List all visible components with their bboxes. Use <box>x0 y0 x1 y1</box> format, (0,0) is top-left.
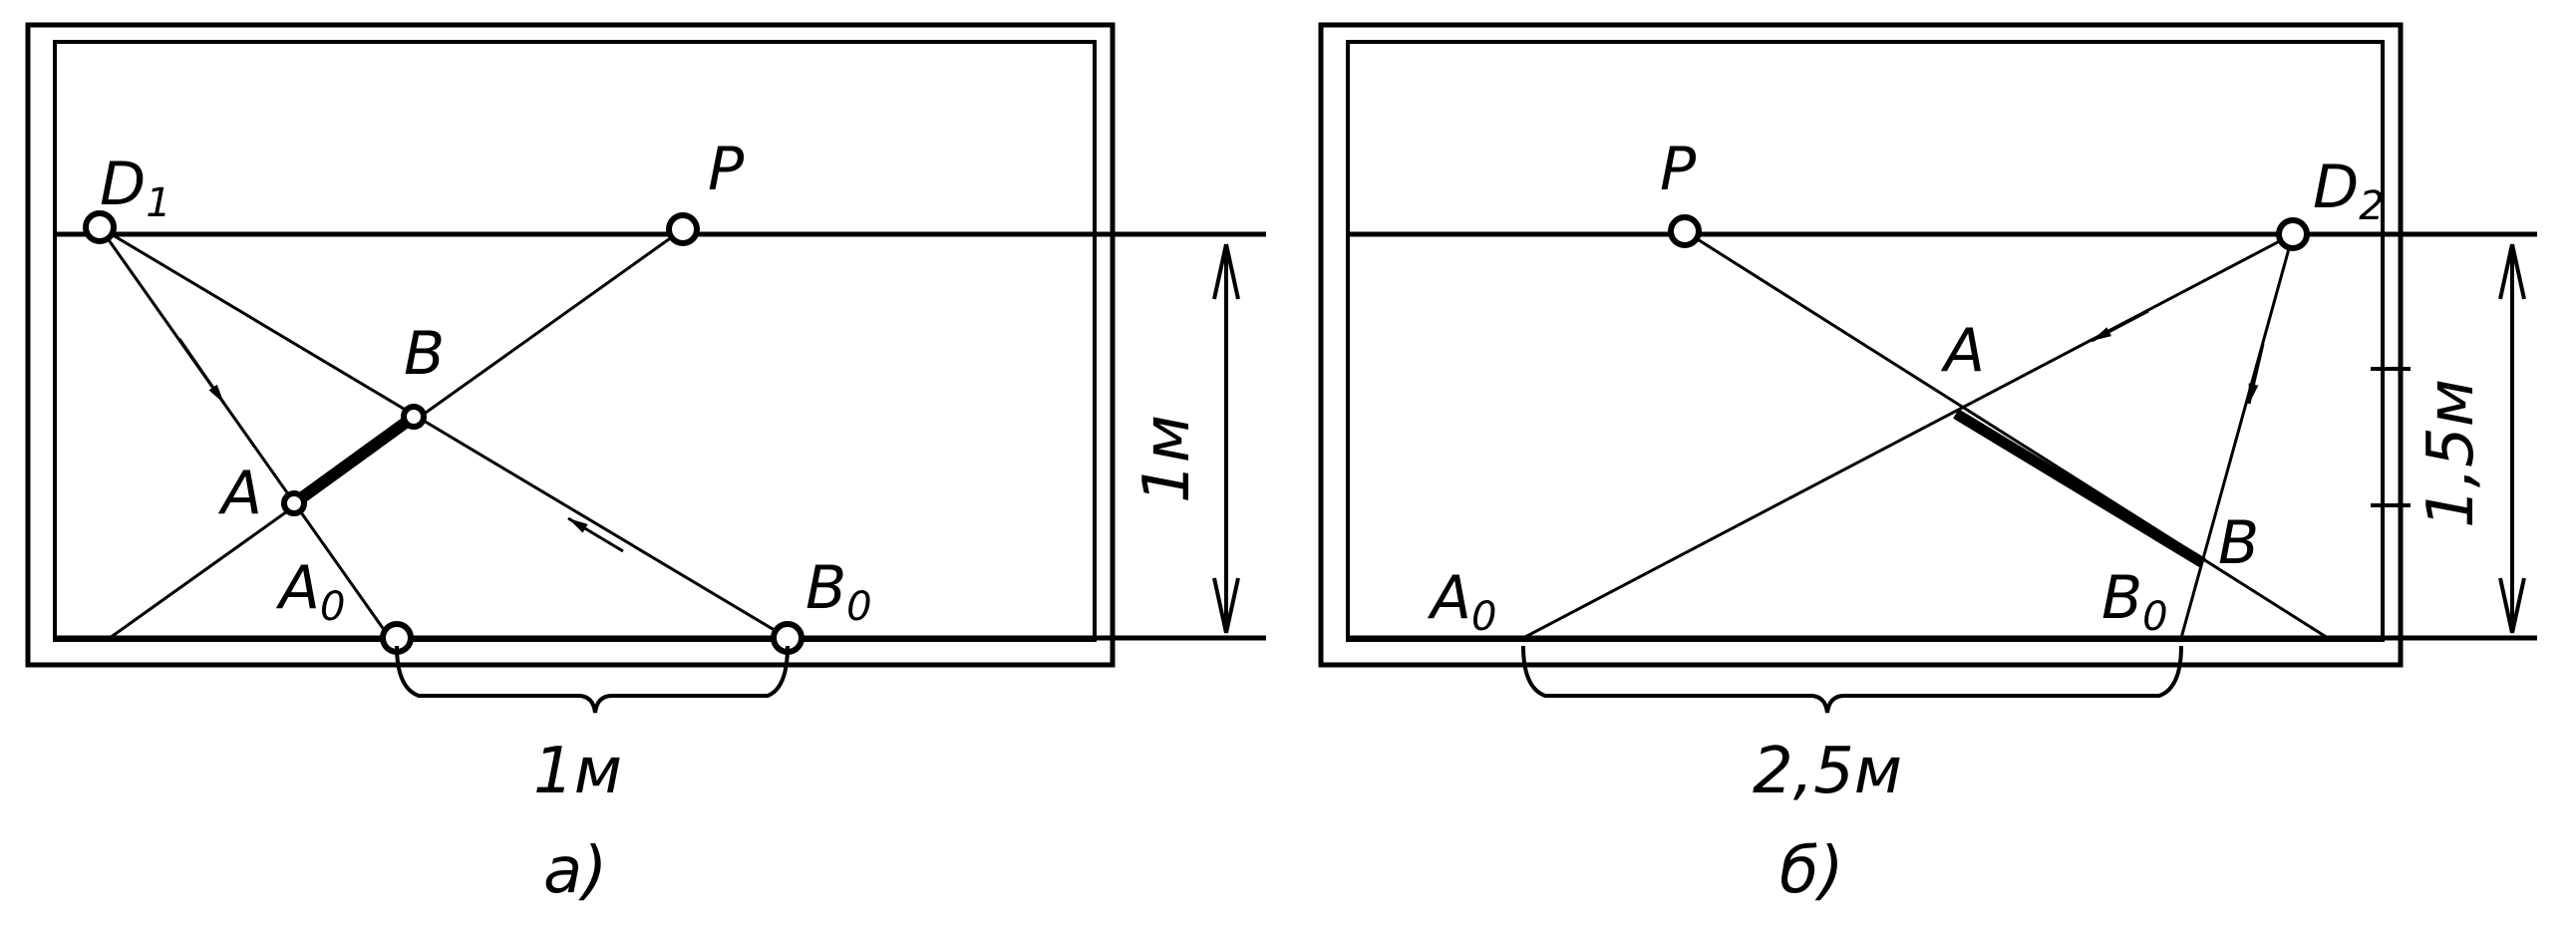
label-a-a: A <box>217 459 262 528</box>
label-b0-a: B <box>805 553 846 623</box>
label-a0-b: A <box>1427 563 1471 633</box>
diagram-a: D1 P B A A0 B0 1м 1м а) <box>25 22 1266 908</box>
label-a0-b-sub: 0 <box>1471 594 1496 640</box>
svg-text:A0: A0 <box>275 553 346 630</box>
labels-a: D1 P B A A0 B0 1м 1м а) <box>100 135 1204 908</box>
caption-b: б) <box>1779 834 1843 908</box>
label-d-b: D <box>2313 153 2359 222</box>
width-label-b: 2,5м <box>1753 735 1902 808</box>
caption-a: а) <box>543 834 607 908</box>
label-b0-b-sub: 0 <box>2142 594 2167 640</box>
point-b-a <box>401 404 427 430</box>
svg-text:D2: D2 <box>2313 153 2385 229</box>
label-b0-b: B <box>2101 563 2142 633</box>
point-d2 <box>2276 217 2310 251</box>
construction-lines-b <box>1522 229 2329 640</box>
diagram-b: P D2 A B A0 B0 1,5м 2,5м б) <box>1318 22 2537 908</box>
label-a0-a: A <box>275 553 320 623</box>
height-label-b: 1,5м <box>2415 379 2488 528</box>
frame-a <box>25 22 1116 668</box>
height-dimension-b <box>2498 243 2526 634</box>
label-b-b: B <box>2218 508 2259 578</box>
height-dimension-a <box>1212 243 1240 634</box>
label-a0-a-sub: 0 <box>320 584 345 630</box>
width-brace-a <box>395 645 790 714</box>
point-p-b <box>1668 214 1702 248</box>
point-d1 <box>83 210 117 244</box>
label-d-sub: 1 <box>146 180 170 226</box>
svg-text:A0: A0 <box>1427 563 1497 640</box>
label-a-b: A <box>1940 316 1985 386</box>
label-p-a: P <box>708 135 745 204</box>
height-ticks-b <box>2371 367 2411 507</box>
width-label-a: 1м <box>533 735 622 808</box>
segment-ab-b <box>1953 409 2206 568</box>
height-label-a: 1м <box>1130 415 1204 503</box>
label-b0-a-sub: 0 <box>846 584 871 630</box>
point-a-a <box>281 490 307 516</box>
width-brace-b <box>1521 645 2183 714</box>
points-b <box>1668 214 2310 251</box>
construction-lines-a <box>98 225 789 649</box>
svg-text:B0: B0 <box>2101 563 2168 640</box>
point-p-a <box>666 212 700 246</box>
segment-ab-a <box>290 412 418 508</box>
svg-text:D1: D1 <box>100 150 171 226</box>
label-d-b-sub: 2 <box>2359 183 2384 229</box>
svg-text:B0: B0 <box>805 553 872 630</box>
direction-arrows-a <box>177 338 624 553</box>
label-d: D <box>100 150 146 219</box>
label-p-b: P <box>1660 135 1697 204</box>
direction-arrows-b <box>2091 309 2265 405</box>
label-b-a: B <box>404 319 445 389</box>
labels-b: P D2 A B A0 B0 1,5м 2,5м б) <box>1427 135 2488 908</box>
